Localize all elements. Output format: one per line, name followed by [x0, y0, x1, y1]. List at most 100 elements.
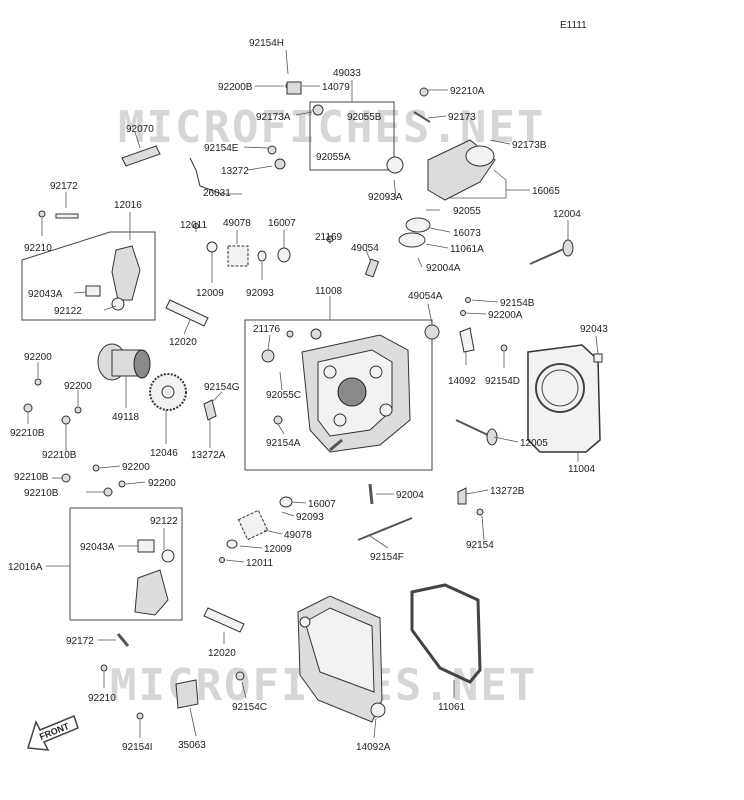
part-label-49078: 49078: [284, 530, 312, 541]
part-label-11004: 11004: [568, 464, 596, 475]
part-label-49054: 49054: [351, 243, 379, 254]
part-label-92200b: 92200B: [218, 82, 253, 93]
part-label-92154a: 92154A: [266, 438, 301, 449]
bracket: [175, 679, 199, 709]
stud-bolt: [357, 517, 413, 541]
part-label-14079: 14079: [322, 82, 350, 93]
rocker-arm-bottom: [134, 539, 175, 616]
part-label-92043a: 92043A: [28, 289, 63, 300]
valve-spring-top: [227, 245, 249, 267]
rocker-shaft-bottom: [203, 607, 245, 633]
part-label-49054a: 49054A: [408, 291, 443, 302]
part-label-92173b: 92173B: [512, 140, 547, 151]
part-label-12009: 12009: [264, 544, 292, 555]
part-label-92200: 92200: [24, 352, 52, 363]
part-label-92154d: 92154D: [485, 376, 520, 387]
part-label-21169: 21169: [315, 232, 343, 243]
part-label-12005: 12005: [520, 438, 548, 449]
rocker-arm-top: [85, 245, 141, 311]
diagram-code: E1111: [560, 20, 587, 31]
part-label-26031: 26031: [203, 188, 231, 199]
part-label-92093: 92093: [246, 288, 274, 299]
part-label-92154g: 92154G: [204, 382, 240, 393]
part-label-12011: 12011: [246, 558, 274, 569]
part-label-92055b: 92055B: [347, 112, 382, 123]
part-label-92200: 92200: [148, 478, 176, 489]
part-label-92154b: 92154B: [500, 298, 535, 309]
part-label-92055: 92055: [453, 206, 481, 217]
part-label-92004a: 92004A: [426, 263, 461, 274]
part-label-12020: 12020: [208, 648, 236, 659]
part-label-13272b: 13272B: [490, 486, 525, 497]
part-label-92154f: 92154F: [370, 552, 404, 563]
part-label-92172: 92172: [50, 181, 78, 192]
part-label-92070: 92070: [126, 124, 154, 135]
part-label-92210b: 92210B: [14, 472, 49, 483]
cover-gasket: [410, 583, 482, 684]
part-label-92172: 92172: [66, 636, 94, 647]
part-label-16007: 16007: [308, 499, 336, 510]
leader-lines: [27, 49, 599, 739]
part-label-92210a: 92210A: [450, 86, 485, 97]
part-label-12011: 12011: [180, 220, 208, 231]
part-label-92055a: 92055A: [316, 152, 351, 163]
part-label-12020: 12020: [169, 337, 197, 348]
part-label-92004: 92004: [396, 490, 424, 501]
valve-spring-bottom: [237, 509, 269, 541]
cam-sprocket: [149, 373, 187, 411]
part-label-92154i: 92154I: [122, 742, 153, 753]
part-label-92122: 92122: [54, 306, 82, 317]
part-label-92093: 92093: [296, 512, 324, 523]
part-label-11008: 11008: [315, 286, 343, 297]
part-label-92200: 92200: [64, 381, 92, 392]
intake-pipe: [386, 139, 496, 201]
part-label-49033: 49033: [333, 68, 361, 79]
watermark-top: MICROFICHES.NET: [118, 102, 545, 153]
head-cover: [297, 595, 386, 723]
group-box-11008: [244, 319, 433, 471]
part-label-49118: 49118: [112, 412, 140, 423]
part-label-16065: 16065: [532, 186, 560, 197]
part-label-16073: 16073: [453, 228, 481, 239]
part-label-92210: 92210: [88, 693, 116, 704]
part-label-92210b: 92210B: [10, 428, 45, 439]
part-label-92122: 92122: [150, 516, 178, 527]
part-label-92093a: 92093A: [368, 192, 403, 203]
camshaft: [97, 343, 151, 381]
part-label-21176: 21176: [253, 324, 281, 335]
part-label-92200a: 92200A: [488, 310, 523, 321]
part-label-12046: 12046: [150, 448, 178, 459]
rocker-shaft-top: [165, 299, 209, 327]
part-label-92154e: 92154E: [204, 143, 239, 154]
part-label-92055c: 92055C: [266, 390, 301, 401]
part-label-12016: 12016: [114, 200, 142, 211]
intake-valve: [529, 239, 574, 265]
cylinder-head: [301, 334, 411, 453]
group-box-12016: [21, 231, 156, 321]
part-label-12016a: 12016A: [8, 562, 43, 573]
part-label-92043: 92043: [580, 324, 608, 335]
part-label-11061: 11061: [438, 702, 466, 713]
part-label-92043a: 92043A: [80, 542, 115, 553]
part-label-12009: 12009: [196, 288, 224, 299]
cylinder-gasket: [527, 344, 601, 453]
small-parts: [23, 81, 603, 720]
part-label-92210b: 92210B: [24, 488, 59, 499]
part-label-35063: 35063: [178, 740, 206, 751]
part-label-14092: 14092: [448, 376, 476, 387]
front-arrow-icon: FRONT: [27, 715, 79, 751]
part-label-11061a: 11061A: [450, 244, 484, 255]
part-label-16007: 16007: [268, 218, 296, 229]
part-label-13272: 13272: [221, 166, 249, 177]
part-label-49078: 49078: [223, 218, 251, 229]
part-label-92210: 92210: [24, 243, 52, 254]
part-label-92154c: 92154C: [232, 702, 267, 713]
part-label-12004: 12004: [553, 209, 581, 220]
part-label-92173a: 92173A: [256, 112, 291, 123]
part-label-92173: 92173: [448, 112, 476, 123]
exhaust-valve: [455, 419, 498, 446]
part-label-92154: 92154: [466, 540, 494, 551]
spark-plug: [121, 145, 161, 167]
